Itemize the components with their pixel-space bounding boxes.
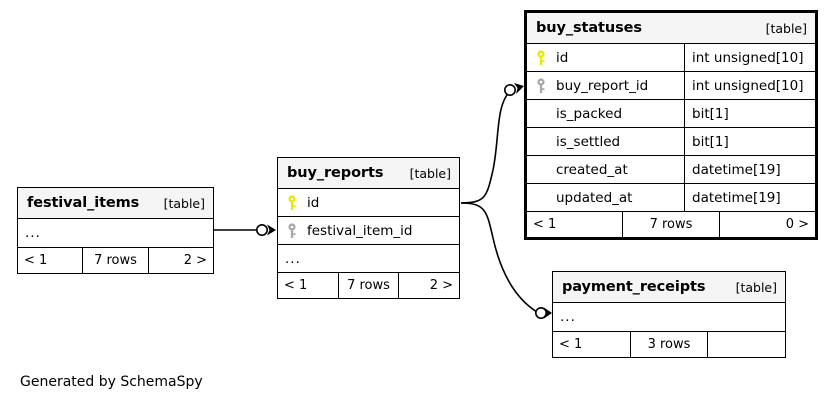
table-type-tag: [table]	[765, 20, 807, 36]
table-row[interactable]: created_at datetime[19]	[527, 156, 815, 184]
footer-next-count[interactable]: 2 >	[429, 278, 454, 293]
table-buy-reports[interactable]: buy_reports [table] id	[277, 157, 460, 299]
column-name-cell: ...	[278, 245, 459, 272]
crowsfoot-icon	[544, 307, 552, 319]
column-name-cell: is_settled	[527, 128, 684, 155]
column-name-cell: ...	[18, 219, 213, 247]
column-name: buy_report_id	[556, 77, 649, 94]
table-row: ...	[553, 303, 785, 332]
table-row[interactable]: festival_item_id	[278, 217, 459, 245]
crowsfoot-icon	[514, 83, 524, 94]
footer-row-count: 7 rows	[337, 273, 400, 298]
primary-key-icon	[536, 49, 549, 66]
column-name: is_settled	[556, 133, 621, 150]
no-key-icon	[536, 162, 549, 178]
edge-buy-reports-to-buy-statuses	[460, 88, 513, 204]
table-type-tag: [table]	[163, 195, 205, 211]
table-title: buy_statuses	[536, 20, 642, 36]
column-type: int unsigned[10]	[684, 72, 815, 99]
column-type: bit[1]	[684, 128, 815, 155]
cardinality-zero-marker	[255, 224, 268, 237]
crowsfoot-icon	[267, 224, 276, 236]
footer-prev-count[interactable]: < 1	[24, 253, 48, 268]
column-name: id	[556, 49, 569, 66]
footer-row-count: 3 rows	[629, 332, 709, 357]
column-list: ...	[18, 219, 213, 248]
column-name: updated_at	[556, 189, 633, 206]
table-footer: < 1 7 rows 2 >	[278, 273, 459, 298]
column-list: ...	[553, 303, 785, 332]
table-type-tag: [table]	[409, 165, 451, 181]
column-name-cell: festival_item_id	[278, 217, 459, 244]
column-name-cell: id	[527, 44, 684, 71]
more-columns-ellipsis: ...	[25, 225, 41, 241]
column-name-cell: id	[278, 189, 459, 216]
table-title: buy_reports	[287, 165, 384, 181]
column-name-cell: updated_at	[527, 184, 684, 211]
table-footer: < 1 7 rows 2 >	[18, 248, 213, 273]
table-row[interactable]: is_packed bit[1]	[527, 100, 815, 128]
more-columns-ellipsis: ...	[560, 309, 576, 325]
footer-next-count[interactable]	[708, 332, 785, 357]
foreign-key-icon	[536, 77, 549, 94]
no-key-icon	[536, 190, 549, 206]
table-row[interactable]: id	[278, 189, 459, 217]
column-name-cell: buy_report_id	[527, 72, 684, 99]
table-row[interactable]: id int unsigned[10]	[527, 44, 815, 72]
footer-row-count: 7 rows	[622, 212, 720, 237]
column-name-cell: ...	[553, 303, 785, 331]
footer-prev-count[interactable]: < 1	[533, 217, 557, 232]
table-row: ...	[278, 245, 459, 273]
cardinality-zero-marker	[534, 306, 547, 319]
foreign-key-icon	[287, 222, 300, 239]
column-list: id festival_item_id	[278, 189, 459, 273]
table-row[interactable]: buy_report_id int unsigned[10]	[527, 72, 815, 100]
table-header: festival_items [table]	[18, 188, 213, 219]
no-key-icon	[536, 134, 549, 150]
table-payment-receipts[interactable]: payment_receipts [table] ... < 1 3 rows	[552, 271, 786, 358]
footer-prev-count[interactable]: < 1	[284, 278, 308, 293]
column-list: id int unsigned[10] buy_report_id	[527, 44, 815, 212]
column-type: datetime[19]	[684, 184, 815, 211]
no-key-icon	[536, 106, 549, 122]
table-row[interactable]: is_settled bit[1]	[527, 128, 815, 156]
generated-by-credit: Generated by SchemaSpy	[20, 374, 203, 390]
table-footer: < 1 7 rows 0 >	[527, 212, 815, 237]
table-footer: < 1 3 rows	[553, 332, 785, 357]
table-buy-statuses[interactable]: buy_statuses [table] id int unsi	[524, 10, 818, 240]
column-name: festival_item_id	[307, 222, 413, 239]
table-row: ...	[18, 219, 213, 248]
column-name: created_at	[556, 161, 628, 178]
column-name-cell: created_at	[527, 156, 684, 183]
cardinality-zero-marker	[503, 84, 516, 97]
table-title: festival_items	[27, 195, 140, 211]
table-festival-items[interactable]: festival_items [table] ... < 1 7 rows 2 …	[17, 187, 214, 274]
column-name: is_packed	[556, 105, 623, 122]
table-header: payment_receipts [table]	[553, 272, 785, 303]
footer-prev-count[interactable]: < 1	[559, 337, 583, 352]
table-type-tag: [table]	[735, 279, 777, 295]
table-row[interactable]: updated_at datetime[19]	[527, 184, 815, 212]
column-name-cell: is_packed	[527, 100, 684, 127]
footer-row-count: 7 rows	[82, 248, 149, 273]
primary-key-icon	[287, 194, 300, 211]
footer-next-count[interactable]: 2 >	[183, 253, 207, 268]
table-title: payment_receipts	[562, 279, 706, 295]
table-header: buy_reports [table]	[278, 158, 459, 189]
column-type: int unsigned[10]	[684, 44, 815, 71]
table-header: buy_statuses [table]	[527, 13, 815, 44]
footer-next-count[interactable]: 0 >	[785, 217, 809, 232]
column-type: datetime[19]	[684, 156, 815, 183]
more-columns-ellipsis: ...	[285, 250, 301, 267]
column-name: id	[307, 194, 320, 211]
column-type: bit[1]	[684, 100, 815, 127]
